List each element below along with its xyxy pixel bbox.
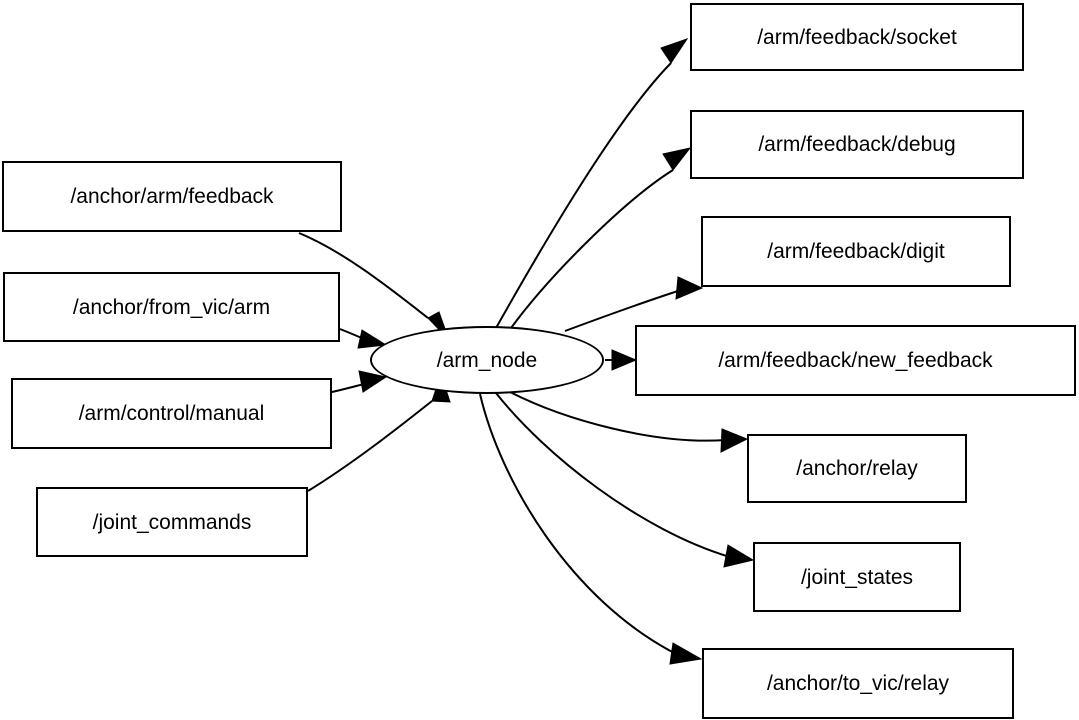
node-label: /joint_states [800,565,914,589]
edge-arm-node-to-arm-feedback-socket [495,62,672,329]
node-label: /arm/control/manual [78,402,265,425]
arrowhead-icon [723,544,755,568]
edge-arm-node-to-anchor-to-vic-relay [479,393,679,656]
edge-joint-commands-to-arm-node [307,400,433,492]
node-arm-node[interactable]: /arm_node [370,326,604,394]
arrowhead-icon [660,38,689,64]
node-anchor-relay[interactable]: /anchor/relay [747,434,967,503]
edge-anchor-arm-feedback-to-arm-node [298,232,429,319]
arrowhead-icon [357,329,388,349]
node-arm-feedback-socket[interactable]: /arm/feedback/socket [690,3,1024,71]
node-arm-node-label: /arm_node [436,348,538,372]
edge-arm-node-to-joint-states [495,392,731,558]
node-arm-feedback-debug[interactable]: /arm/feedback/debug [690,110,1024,179]
arrowhead-icon [358,370,388,393]
node-anchor-to-vic-relay[interactable]: /anchor/to_vic/relay [702,648,1014,719]
node-label: /joint_commands [92,510,252,534]
arrowhead-icon [669,642,703,665]
node-label: /arm/feedback/socket [757,25,957,49]
edge-arm-node-to-anchor-relay [509,391,727,442]
node-label: /arm/feedback/digit [767,240,945,263]
node-anchor-arm-feedback[interactable]: /anchor/arm/feedback [2,161,342,232]
arrowhead-icon [675,276,704,300]
node-label: /anchor/to_vic/relay [766,672,950,695]
node-label: /anchor/from_vic/arm [72,295,271,319]
node-arm-control-manual[interactable]: /arm/control/manual [11,378,332,449]
arrowhead-icon [720,428,749,453]
node-label: /anchor/arm/feedback [70,185,274,208]
outgoing-edges [479,38,755,665]
node-arm-feedback-new-feedback[interactable]: /arm/feedback/new_feedback [635,325,1076,396]
node-joint-commands[interactable]: /joint_commands [36,487,308,557]
node-arm-feedback-digit[interactable]: /arm/feedback/digit [701,216,1011,287]
node-label: /anchor/relay [796,457,918,480]
arrowhead-icon [611,349,638,371]
arrowhead-icon [662,147,692,171]
edge-arm-node-to-arm-feedback-digit [564,289,682,332]
node-anchor-from-vic-arm[interactable]: /anchor/from_vic/arm [3,272,340,342]
incoming-edges [298,232,451,492]
node-joint-states[interactable]: /joint_states [753,542,961,612]
edge-arm-node-to-arm-feedback-debug [510,169,674,329]
node-label: /arm/feedback/debug [758,133,956,156]
node-label: /arm/feedback/new_feedback [718,349,993,372]
